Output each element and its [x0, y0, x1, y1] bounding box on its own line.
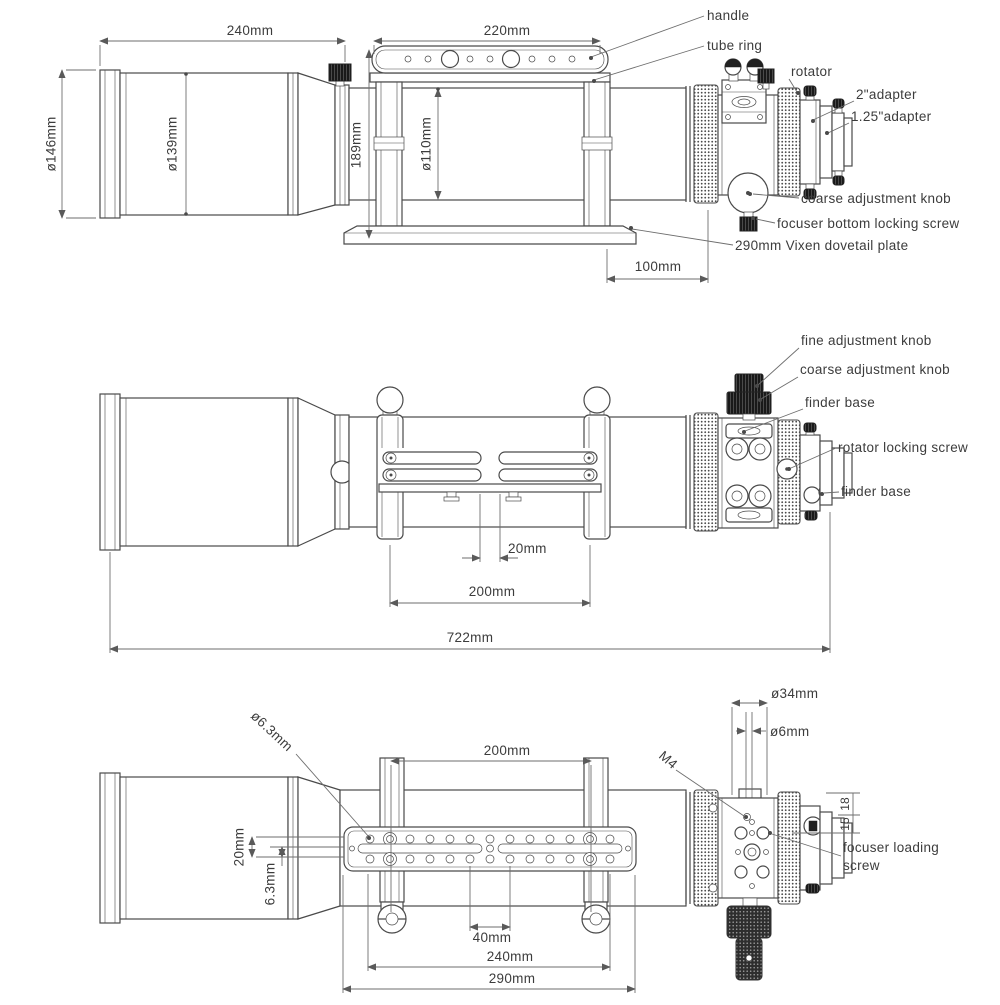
carry-handle: [369, 45, 611, 83]
middle-view-dimensions: 20mm 200mm 722mm: [109, 494, 831, 653]
focuser-assembly: [685, 373, 853, 532]
dim-240mm: 240mm: [227, 23, 274, 38]
dim-220mm: 220mm: [484, 23, 531, 38]
label-finder-base-top: finder base: [805, 395, 875, 410]
focuser-assembly: [685, 58, 853, 232]
dim-189mm: 189mm: [349, 122, 364, 169]
dim-dia34mm: ø34mm: [771, 686, 818, 701]
coarse-knob-underside: [726, 905, 772, 939]
dim-40mm: 40mm: [473, 930, 512, 945]
dim-row-20mm: 20mm: [232, 828, 247, 867]
knurled-collar: [693, 412, 719, 532]
top-slot-block: [738, 788, 762, 799]
fine-adjustment-knob: [734, 373, 764, 393]
top-view-labels: handle tube ring rotator 2"adapter 1.25"…: [589, 8, 959, 253]
focuser-bottom-locking-screw: [739, 216, 758, 232]
dew-shield: [99, 69, 336, 219]
main-tube: [348, 87, 687, 201]
label-rotator: rotator: [791, 64, 832, 79]
bottom-view-telescope: [99, 757, 853, 981]
dim-off-63mm: 6.3mm: [263, 863, 278, 906]
coarse-adjustment-knob: [726, 391, 772, 415]
label-focuser-loading-line1: focuser loading: [843, 840, 939, 855]
tension-screw-neck: [762, 82, 770, 90]
dim-20mm: 20mm: [508, 541, 547, 556]
adapter-125in: [831, 112, 845, 172]
label-bottom-locking-screw: focuser bottom locking screw: [777, 216, 959, 231]
label-coarse-knob: coarse adjustment knob: [800, 362, 950, 377]
top-view-dimensions: 240mm 220mm ø146mm ø139mm 189mm ø110mm 1…: [44, 23, 709, 283]
label-finder-base-bottom: finder base: [841, 484, 911, 499]
dovetail-plate: [343, 225, 637, 245]
handle-knob-icon: [583, 386, 611, 414]
collar-thumbscrew-icon: [328, 63, 352, 82]
dew-shield: [99, 772, 341, 924]
dovetail-rails: [378, 448, 602, 502]
focuser-loading-screw: [756, 826, 770, 840]
label-coarse-knob: coarse adjustment knob: [801, 191, 951, 206]
label-fine-knob: fine adjustment knob: [801, 333, 932, 348]
dim-15: 15: [838, 817, 852, 831]
focuser-loading-screw: [734, 826, 748, 840]
collar: [328, 63, 352, 206]
tube-ring-right: [581, 81, 613, 227]
dim-dia139mm: ø139mm: [165, 116, 180, 171]
dim-dia146mm: ø146mm: [44, 116, 59, 171]
dew-shield: [99, 393, 336, 551]
top-view-telescope: [99, 45, 853, 245]
label-dovetail-plate: 290mm Vixen dovetail plate: [735, 238, 908, 253]
dovetail-plate-underside: [343, 826, 637, 872]
middle-view-telescope: [99, 373, 853, 551]
rotator-ring: [777, 87, 801, 197]
label-rotator-locking-screw: rotator locking screw: [838, 440, 968, 455]
top-view: 240mm 220mm ø146mm ø139mm 189mm ø110mm 1…: [44, 8, 959, 283]
focuser-assembly: [685, 788, 853, 981]
plate-holes-top-row: [365, 832, 615, 846]
middle-view-labels: fine adjustment knob coarse adjustment k…: [742, 333, 968, 499]
dim-100mm: 100mm: [635, 259, 682, 274]
dim-200mm: 200mm: [484, 743, 531, 758]
handle-knob-icon: [376, 386, 404, 414]
collar: [330, 414, 354, 530]
dim-722mm: 722mm: [447, 630, 494, 645]
dim-dia6mm: ø6mm: [770, 724, 809, 739]
plate-holes-bottom-row: [365, 852, 615, 866]
rotator-ring: [777, 791, 801, 905]
adapter2-thumbscrew-icon: [803, 85, 817, 97]
dim-290mm: 290mm: [489, 971, 536, 986]
bottom-view-dimensions: ø6.3mm 200mm ø34mm ø6mm M4 18 15 focuser: [232, 686, 939, 993]
label-2in-adapter: 2"adapter: [856, 87, 917, 102]
bottom-view: ø6.3mm 200mm ø34mm ø6mm M4 18 15 focuser: [99, 686, 939, 993]
dim-m4: M4: [656, 748, 681, 772]
label-tube-ring: tube ring: [707, 38, 762, 53]
drawtube: [799, 99, 821, 185]
tube-ring-left: [373, 81, 405, 227]
knurled-collar: [693, 84, 719, 204]
adapter-2in: [819, 105, 833, 179]
label-handle: handle: [707, 8, 749, 23]
tension-screw-icon: [757, 68, 775, 84]
label-125in-adapter: 1.25"adapter: [851, 109, 932, 124]
finder-base-screw-icon: [803, 486, 821, 504]
dim-hole-63mm: ø6.3mm: [248, 708, 296, 754]
dim-200mm: 200mm: [469, 584, 516, 599]
middle-view: 20mm 200mm 722mm fine adjustment knob co…: [99, 333, 968, 653]
dim-240mm: 240mm: [487, 949, 534, 964]
dim-dia110mm: ø110mm: [419, 117, 434, 171]
label-focuser-loading-line2: screw: [843, 858, 880, 873]
dim-18: 18: [838, 797, 852, 811]
